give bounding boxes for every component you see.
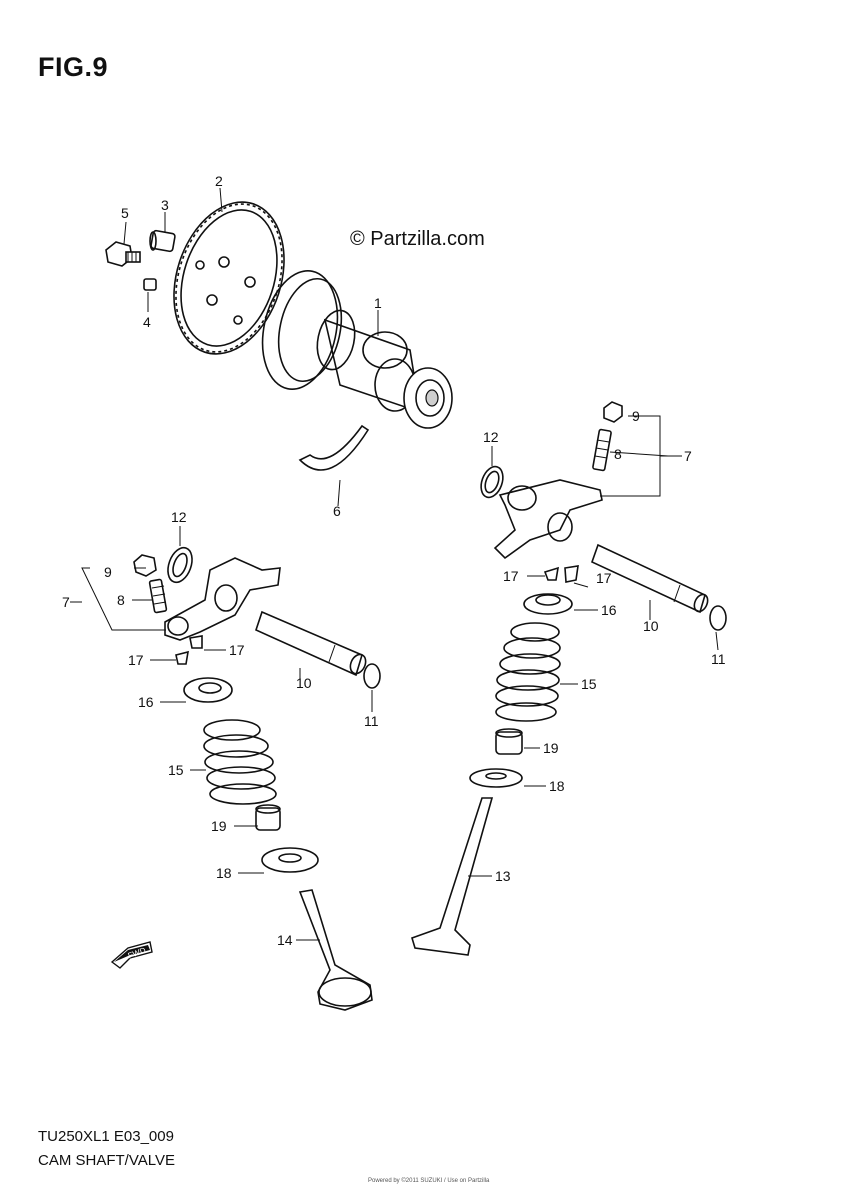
right-spring-seat[interactable] (469, 768, 523, 788)
fwd-arrow-icon: FWD (110, 941, 153, 969)
callout-15-right: 15 (581, 676, 597, 692)
callout-17-right-b: 17 (596, 570, 612, 586)
callout-14: 14 (277, 932, 293, 948)
dowel-pin[interactable] (149, 229, 176, 253)
intake-valve[interactable] (298, 889, 373, 1011)
callout-10-left: 10 (296, 675, 312, 691)
left-cotter[interactable] (175, 635, 203, 665)
right-o-ring-11[interactable] (709, 605, 727, 631)
fine-print: Powered by ©2011 SUZUKI / Use on Partzil… (368, 1178, 490, 1184)
callout-17-right-a: 17 (503, 568, 519, 584)
right-adjust-screw[interactable] (592, 428, 612, 472)
left-rocker-shaft[interactable] (255, 610, 369, 677)
callout-8-left: 8 (117, 592, 125, 608)
left-o-ring-11[interactable] (363, 663, 381, 689)
callout-12-right: 12 (483, 429, 499, 445)
callout-11-right: 11 (711, 651, 726, 667)
diagram-caption: CAM SHAFT/VALVE (38, 1152, 175, 1169)
callout-7-right: 7 (684, 448, 692, 464)
left-valve-spring[interactable] (203, 719, 277, 805)
callout-18-left: 18 (216, 865, 232, 881)
callout-6: 6 (333, 503, 341, 519)
callout-1: 1 (374, 295, 382, 311)
left-adjust-nut[interactable] (133, 554, 157, 577)
cam-sprocket[interactable] (155, 188, 302, 369)
callout-17-left-b: 17 (229, 642, 245, 658)
callout-10-right: 10 (643, 618, 659, 634)
callout-9-left: 9 (104, 564, 112, 580)
exhaust-valve[interactable] (411, 797, 494, 956)
cam-stopper[interactable] (298, 424, 370, 471)
camshaft[interactable] (252, 264, 453, 429)
right-rocker-shaft[interactable] (591, 543, 710, 614)
right-valve-seal[interactable] (495, 728, 523, 755)
left-valve-seal[interactable] (255, 804, 281, 831)
callout-15-left: 15 (168, 762, 184, 778)
right-cotter[interactable] (543, 565, 579, 583)
figure-title: FIG.9 (38, 52, 109, 82)
left-rocker-arm[interactable] (164, 557, 281, 641)
callout-17-left-a: 17 (128, 652, 144, 668)
callout-4: 4 (143, 314, 151, 330)
left-spring-seat[interactable] (261, 847, 319, 873)
watermark: © Partzilla.com (350, 228, 485, 250)
sprocket-bolt[interactable] (105, 241, 141, 267)
right-rocker-arm[interactable] (493, 479, 603, 560)
callout-16-left: 16 (138, 694, 154, 710)
callout-19-left: 19 (211, 818, 227, 834)
callout-5: 5 (121, 205, 129, 221)
callout-7-left: 7 (62, 594, 70, 610)
left-o-ring-12[interactable] (164, 544, 197, 585)
knock-pin[interactable] (143, 278, 157, 291)
model-code: TU250XL1 E03_009 (38, 1128, 174, 1145)
right-o-ring-12[interactable] (477, 464, 507, 501)
callout-9-right: 9 (632, 408, 640, 424)
left-adjust-screw[interactable] (148, 578, 168, 614)
left-spring-retainer[interactable] (183, 677, 233, 703)
callout-18-right: 18 (549, 778, 565, 794)
right-valve-spring[interactable] (495, 622, 561, 722)
callout-2: 2 (215, 173, 223, 189)
right-adjust-nut[interactable] (603, 401, 623, 423)
callout-3: 3 (161, 197, 169, 213)
callout-19-right: 19 (543, 740, 559, 756)
right-spring-retainer[interactable] (523, 593, 573, 615)
callout-16-right: 16 (601, 602, 617, 618)
callout-11-left: 11 (364, 713, 379, 729)
leader-lines (70, 187, 719, 941)
callout-8-right: 8 (614, 446, 622, 462)
callout-labels: 2 3 5 4 1 6 9 8 7 12 17 17 16 10 11 15 1… (62, 173, 726, 948)
callout-13: 13 (495, 868, 511, 884)
callout-12-left: 12 (171, 509, 187, 525)
